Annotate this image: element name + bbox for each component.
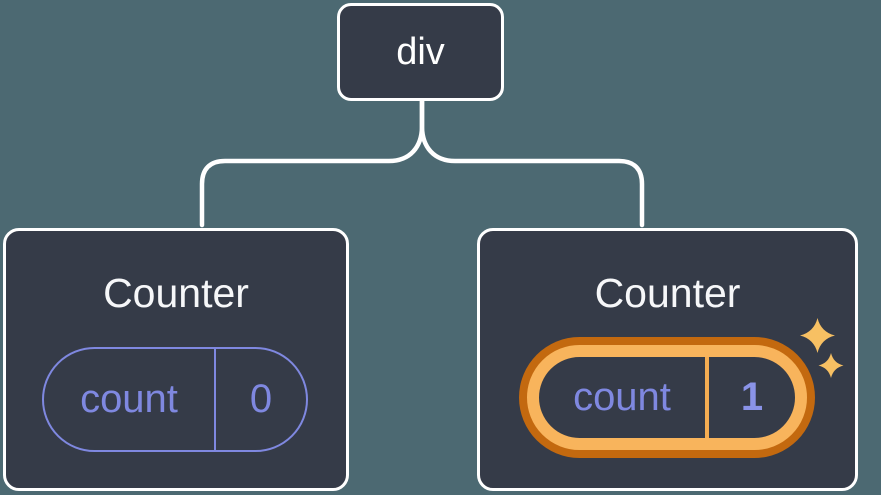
sparkle-icon <box>818 353 844 378</box>
state-name-label: count <box>80 377 178 421</box>
component-title: Counter <box>594 270 741 316</box>
state-value-cell: 0 <box>216 349 306 450</box>
state-value-label: 1 <box>740 375 764 419</box>
component-title: Counter <box>103 270 249 316</box>
state-pill: count 0 <box>42 347 308 452</box>
state-value-cell: 1 <box>709 357 795 438</box>
state-name-cell: count <box>539 357 709 438</box>
sparkle-icon <box>800 318 835 353</box>
state-pill-highlighted: count 1 <box>527 345 807 450</box>
state-value-label: 0 <box>249 377 273 421</box>
root-node-label: div <box>396 31 445 73</box>
connector-right-branch <box>419 98 645 228</box>
tree-node-div: div <box>337 3 504 101</box>
state-name-label: count <box>573 375 671 419</box>
state-name-cell: count <box>44 349 216 450</box>
connector-left-branch <box>199 98 425 228</box>
tree-node-counter-second: Counter count 1 <box>477 228 858 491</box>
tree-node-counter-first: Counter count 0 <box>3 228 349 491</box>
